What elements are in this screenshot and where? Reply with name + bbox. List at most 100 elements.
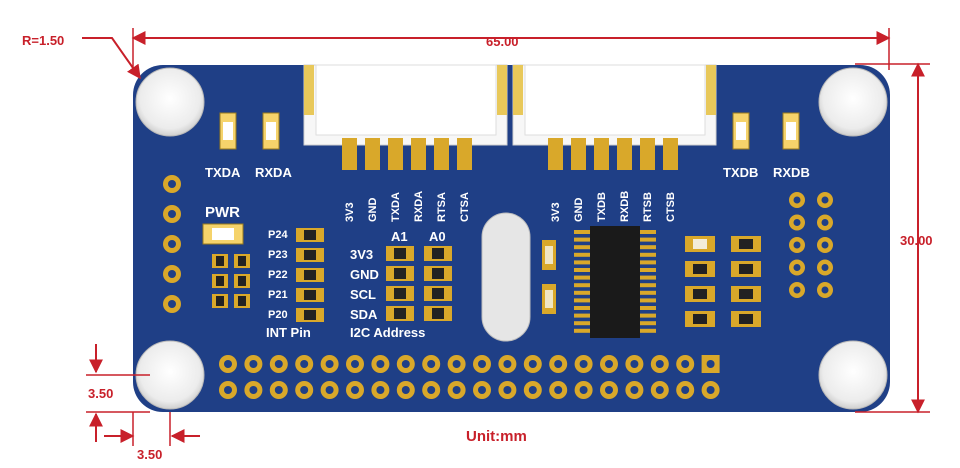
ic-pin bbox=[640, 298, 656, 303]
gpio-pin-hole bbox=[478, 360, 486, 368]
header-pin-label: 3V3 bbox=[550, 202, 562, 222]
gpio-pin-hole bbox=[554, 360, 563, 368]
mounting-hole-bottom-right bbox=[818, 340, 888, 410]
crystal bbox=[481, 212, 531, 342]
i2c-jumper-body bbox=[394, 288, 406, 299]
label-int-pin: INT Pin bbox=[266, 325, 311, 340]
i2c-row-label: SDA bbox=[350, 307, 378, 322]
edge-pad-hole bbox=[168, 270, 176, 278]
gpio-pin-hole bbox=[503, 360, 512, 368]
ic-pin bbox=[640, 252, 656, 257]
edge-pad-hole bbox=[793, 264, 801, 271]
gpio-pin-hole bbox=[274, 360, 283, 368]
label-txdb: TXDB bbox=[723, 165, 758, 180]
resistor-body bbox=[693, 264, 707, 274]
capacitor-1 bbox=[542, 240, 556, 270]
capacitor-2 bbox=[542, 284, 556, 314]
header-pin-label: GND bbox=[573, 198, 585, 223]
right-edge-pads bbox=[789, 192, 833, 298]
mounting-hole-top-right bbox=[818, 67, 888, 137]
gpio-pin-hole bbox=[681, 386, 690, 394]
int-pin-label: P20 bbox=[268, 309, 288, 321]
gpio-pin-hole bbox=[249, 386, 258, 394]
led-rxdb bbox=[782, 112, 800, 150]
edge-pad-hole bbox=[821, 241, 829, 249]
connector-pin bbox=[640, 138, 655, 170]
edge-pad-hole bbox=[821, 219, 829, 226]
ic-pin bbox=[574, 230, 590, 234]
gpio-pin-hole bbox=[528, 386, 537, 394]
i2c-jumper-body bbox=[432, 248, 444, 259]
connector-a-pins bbox=[342, 138, 472, 170]
int-pin-jumper-body bbox=[304, 310, 316, 320]
dim-height-label: 30.00 bbox=[900, 233, 933, 248]
i2c-jumper-body bbox=[432, 308, 444, 319]
i2c-jumper-body bbox=[394, 308, 406, 319]
gpio-pin-hole bbox=[655, 360, 664, 368]
led-txdb bbox=[732, 112, 750, 150]
ic-pin bbox=[574, 306, 590, 310]
int-pin-jumper-body bbox=[304, 290, 316, 300]
connector-pin bbox=[388, 138, 403, 170]
resistor-body bbox=[739, 289, 753, 299]
dim-radius-leader bbox=[82, 37, 141, 80]
dim-radius-label: R=1.50 bbox=[22, 33, 64, 48]
gpio-pin-hole bbox=[376, 360, 385, 368]
gpio-pin-hole bbox=[478, 386, 486, 394]
right-resistor-array bbox=[685, 236, 761, 327]
connector-pin bbox=[663, 138, 678, 170]
gpio-pin-hole bbox=[401, 360, 410, 368]
int-pin-jumper-body bbox=[304, 250, 316, 260]
i2c-jumper-body bbox=[432, 268, 444, 279]
ic-pin bbox=[640, 321, 656, 326]
edge-pad-hole bbox=[168, 180, 176, 188]
ic-pin bbox=[574, 245, 590, 250]
ic-pin bbox=[574, 298, 590, 303]
edge-pad-hole bbox=[793, 286, 801, 294]
gpio-pin-hole bbox=[630, 386, 639, 394]
resistor-body bbox=[216, 276, 224, 286]
i2c-col-label: A1 bbox=[391, 229, 408, 244]
gpio-pin-hole bbox=[300, 360, 309, 368]
resistor-body bbox=[238, 296, 246, 306]
header-pin-label: RXDB bbox=[619, 191, 631, 222]
ic-pin bbox=[640, 275, 656, 280]
connector-pin bbox=[548, 138, 563, 170]
ic-pin bbox=[574, 313, 590, 318]
gpio-pin-hole bbox=[579, 386, 588, 394]
resistor-body bbox=[238, 256, 246, 266]
edge-pad-hole bbox=[168, 240, 176, 248]
ic-pin bbox=[640, 260, 656, 265]
gpio-pin-hole bbox=[605, 386, 613, 394]
dim-width-label: 65.00 bbox=[486, 34, 519, 49]
resistor-body bbox=[216, 296, 224, 306]
mounting-hole-top-left bbox=[135, 67, 205, 137]
gpio-pin-hole bbox=[249, 360, 258, 368]
gpio-pin-hole bbox=[452, 386, 461, 394]
gpio-pin-hole bbox=[274, 386, 283, 394]
gpio-pin-hole bbox=[376, 386, 385, 394]
gpio-pin-hole bbox=[528, 360, 537, 368]
label-i2c-address: I2C Address bbox=[350, 325, 425, 340]
ic-pin bbox=[640, 245, 656, 250]
led-pwr bbox=[202, 223, 244, 245]
resistor-body bbox=[739, 314, 753, 324]
header-pin-label: TXDB bbox=[596, 192, 608, 222]
gpio-pin-hole bbox=[300, 386, 309, 394]
edge-pad-hole bbox=[821, 286, 829, 294]
i2c-jumper-body bbox=[432, 288, 444, 299]
ic-pin bbox=[640, 328, 656, 333]
uart-connector-b bbox=[512, 64, 717, 146]
ic-pin bbox=[574, 268, 590, 272]
ic-pin bbox=[640, 283, 656, 288]
ic-pin bbox=[640, 313, 656, 318]
resistor-body bbox=[216, 256, 224, 266]
resistor-body bbox=[739, 264, 753, 274]
label-rxda: RXDA bbox=[255, 165, 292, 180]
int-pin-label: P23 bbox=[268, 249, 288, 261]
gpio-pin-hole bbox=[452, 360, 461, 368]
